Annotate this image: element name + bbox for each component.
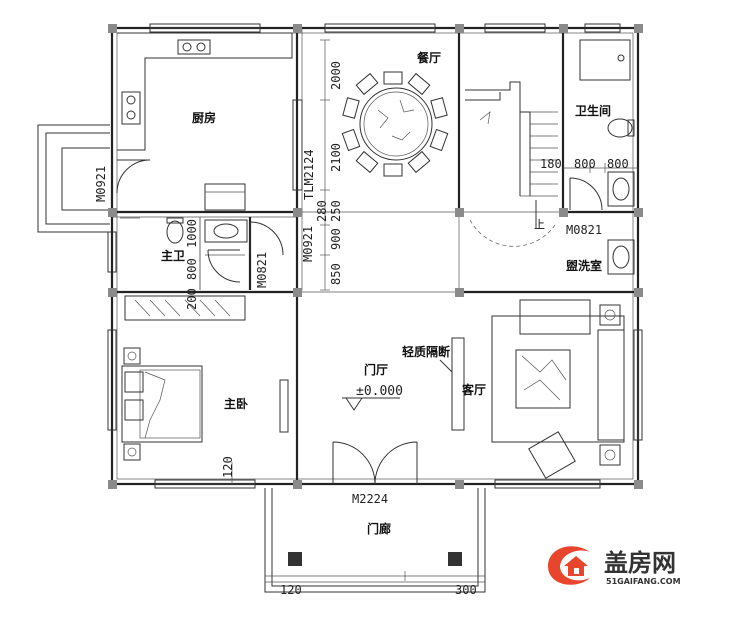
- room-label-porch: 门廊: [367, 521, 391, 536]
- dim-200: 200: [185, 288, 199, 310]
- dim-2100: 2100: [329, 143, 343, 172]
- elevation-label: ±0.000: [356, 384, 403, 399]
- site-logo: 盖房网 51GAIFANG.COM: [548, 546, 681, 586]
- interior-walls: [112, 28, 638, 484]
- dim-900: 900: [329, 228, 343, 250]
- dim-800-b: 800: [607, 157, 629, 171]
- logo-url: 51GAIFANG.COM: [606, 577, 681, 586]
- dim-180: 180: [540, 157, 562, 171]
- dim-850: 850: [329, 263, 343, 285]
- master-bath-fixtures: [120, 217, 248, 256]
- dim-120: 120: [280, 583, 302, 597]
- dimension-lines: [199, 39, 638, 581]
- house-logo-icon: [548, 546, 590, 585]
- door-code-left: M0921: [94, 166, 108, 202]
- dim-800-a: 800: [574, 157, 596, 171]
- stair-up-label: 上: [534, 218, 545, 231]
- bathroom-fixtures: [579, 39, 635, 275]
- partition-label: 轻质隔断: [402, 344, 450, 359]
- door-code-bedroom: M0821: [255, 252, 269, 288]
- room-label-living: 客厅: [461, 382, 486, 397]
- kitchen-counter: [117, 32, 293, 211]
- window-code-dining: TLM2124: [302, 149, 316, 200]
- dim-1000: 1000: [185, 219, 199, 248]
- doors: [116, 159, 603, 485]
- room-label-kitchen: 厨房: [192, 110, 216, 125]
- main-door-code: M2224: [352, 492, 388, 506]
- room-label-foyer: 门厅: [364, 362, 388, 377]
- room-label-bathroom: 卫生间: [575, 103, 611, 118]
- dim-2000: 2000: [329, 61, 343, 90]
- bed: [121, 347, 289, 461]
- room-label-master-bedroom: 主卧: [224, 396, 248, 411]
- room-label-dining: 餐厅: [417, 50, 441, 65]
- dim-800-vertical: 800: [185, 258, 199, 280]
- staircase: 上: [465, 81, 558, 247]
- door-code-bath: M0821: [566, 223, 602, 237]
- left-bay: [37, 124, 110, 233]
- dim-250: 250: [329, 200, 343, 222]
- dim-280: 280: [315, 200, 329, 222]
- windows: [107, 23, 643, 489]
- living-furniture: [439, 299, 625, 479]
- door-code-master-bath: M0921: [301, 226, 315, 262]
- room-label-master-bath: 主卫: [161, 248, 185, 263]
- porch: [264, 488, 486, 593]
- room-label-washroom: 盥洗室: [566, 258, 602, 273]
- dining-table: [341, 71, 449, 177]
- elevation-marker: [342, 397, 400, 411]
- dim-300: 300: [455, 583, 477, 597]
- logo-name: 盖房网: [604, 549, 676, 577]
- columns: [108, 24, 643, 489]
- dim-120-bedroom: 120: [221, 456, 235, 478]
- outer-walls: [110, 26, 640, 486]
- wardrobe: [124, 295, 246, 321]
